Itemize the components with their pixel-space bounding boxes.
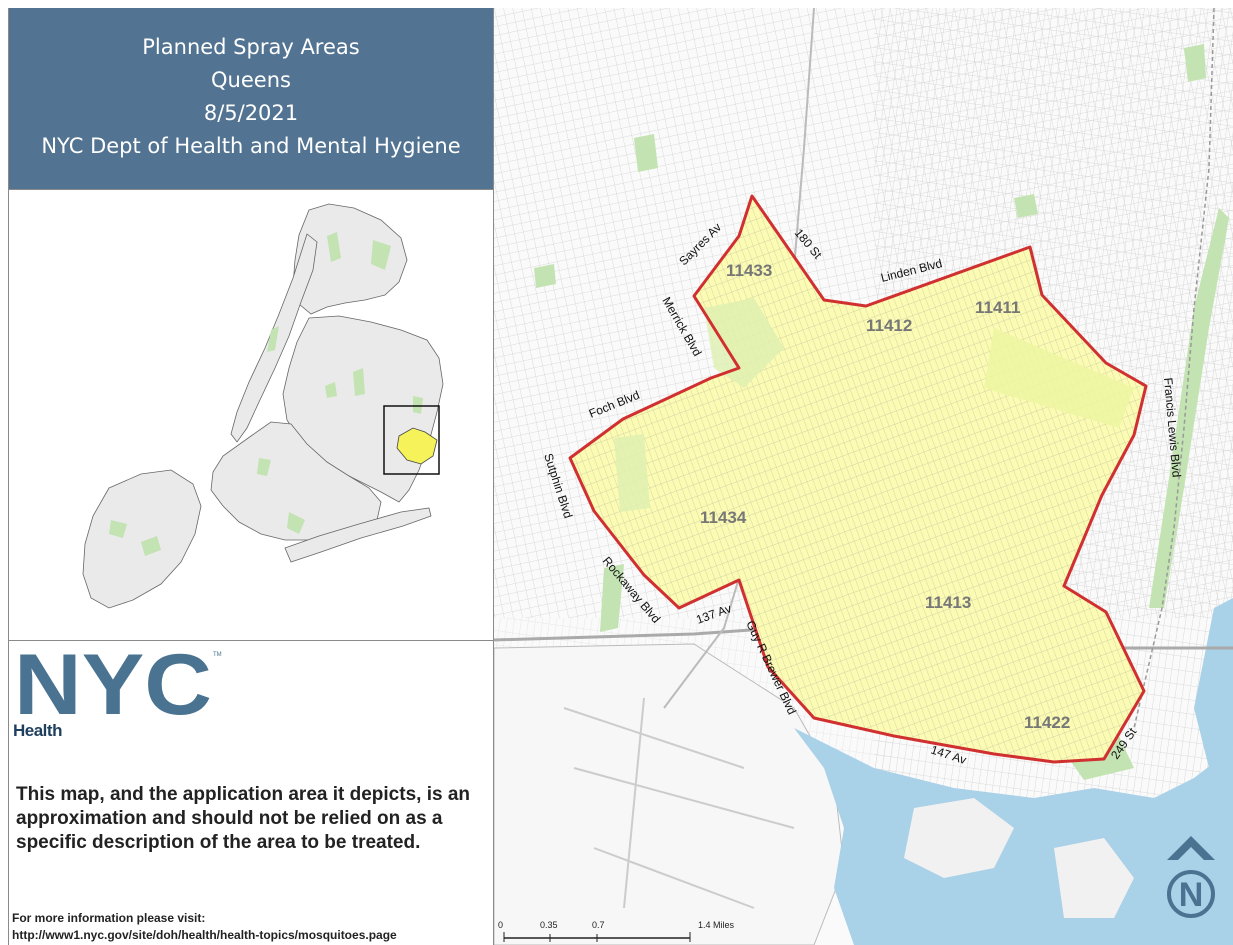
info-url-link[interactable]: http://www1.nyc.gov/site/doh/health/heal… <box>12 928 397 942</box>
locator-map-svg <box>82 203 444 609</box>
park-shape <box>109 520 127 538</box>
scale-bar: 0 0.35 0.7 1.4 Miles <box>498 920 735 942</box>
scale-tick-3: 1.4 Miles <box>698 920 735 930</box>
nyc-logo-trademark: TM <box>213 652 222 658</box>
locator-map <box>9 189 493 641</box>
zip-11433: 11433 <box>726 261 772 280</box>
land-island <box>1054 838 1134 918</box>
scale-tick-1: 0.35 <box>540 920 558 930</box>
zip-11412: 11412 <box>866 316 912 335</box>
park-shape <box>1014 194 1038 218</box>
inset-spray-area <box>396 427 438 465</box>
park-shape <box>614 434 650 512</box>
zip-11434: 11434 <box>700 508 747 527</box>
title-block: Planned Spray Areas Queens 8/5/2021 NYC … <box>9 8 493 189</box>
north-arrow-icon: N <box>1167 836 1215 918</box>
nyc-logo-health: Health <box>13 721 62 740</box>
info-label: For more information please visit: <box>12 911 206 925</box>
zip-11413: 11413 <box>925 593 971 612</box>
logo-section: NYC TM Health This map, and the applicat… <box>9 641 493 945</box>
park-shape <box>984 328 1134 428</box>
title-line-2: Queens <box>211 68 291 92</box>
park-shape <box>534 264 556 288</box>
legend-panel: Planned Spray Areas Queens 8/5/2021 NYC … <box>8 8 494 945</box>
park-shape <box>371 240 391 270</box>
park-shape <box>267 326 279 352</box>
staten-island-shape <box>82 469 202 609</box>
park-shape <box>600 564 624 632</box>
title-line-4: NYC Dept of Health and Mental Hygiene <box>41 134 461 158</box>
rockaway-shape <box>284 507 432 563</box>
nyc-logo-text: NYC <box>14 646 212 726</box>
spray-area-outline <box>568 194 1148 764</box>
park-shape <box>634 134 658 172</box>
main-map[interactable]: 11433 11412 11411 11434 11413 11422 Sayr… <box>494 8 1233 945</box>
park-shape <box>325 382 337 398</box>
water-east <box>1194 598 1233 768</box>
park-shape <box>287 512 305 534</box>
park-shape <box>1149 208 1229 608</box>
inset-focus-box <box>383 405 440 475</box>
park-shape <box>257 458 271 476</box>
land-island <box>904 798 1014 878</box>
railway <box>1133 8 1215 729</box>
park-shape <box>1184 44 1206 82</box>
park-shape <box>413 396 423 414</box>
park-shape <box>353 368 365 396</box>
north-arrow-letter: N <box>1179 876 1204 914</box>
zip-11411: 11411 <box>975 298 1020 317</box>
scale-tick-2: 0.7 <box>592 920 605 930</box>
park-shape <box>141 536 161 556</box>
scale-tick-0: 0 <box>498 920 503 930</box>
park-shape <box>704 298 784 388</box>
disclaimer-text: This map, and the application area it de… <box>16 784 470 853</box>
nyc-logo: NYC TM <box>14 646 222 726</box>
airport-runway <box>563 697 795 909</box>
park-shape <box>327 232 341 262</box>
main-map-svg: 11433 11412 11411 11434 11413 11422 Sayr… <box>494 8 1233 945</box>
zip-11422: 11422 <box>1024 713 1070 732</box>
title-line-3: 8/5/2021 <box>203 101 299 125</box>
title-line-1: Planned Spray Areas <box>142 35 360 59</box>
